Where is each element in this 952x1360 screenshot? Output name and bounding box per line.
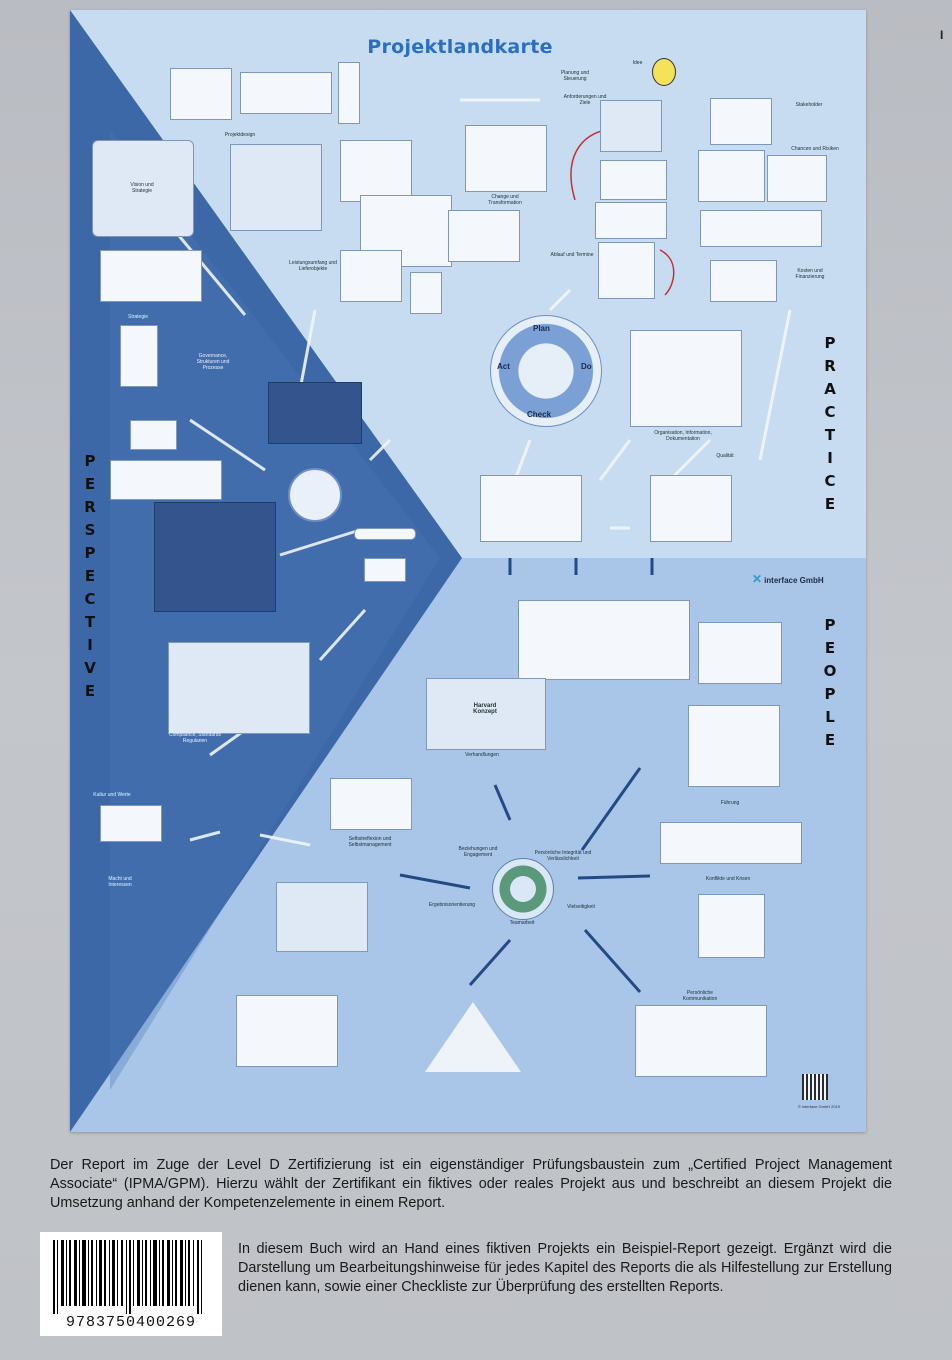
fuehrung-label: Führung	[720, 800, 740, 806]
conflict-matrix	[698, 894, 765, 958]
kommunikation-label: Persönliche Kommunikation	[682, 990, 718, 1002]
chancen-label: Chancen und Risiken	[791, 146, 839, 152]
cost-table	[700, 210, 822, 247]
versatility-scale	[660, 822, 802, 864]
description-paragraph-1: Der Report im Zuge der Level D Zertifizi…	[50, 1157, 892, 1211]
stakeholder-matrix	[710, 98, 772, 145]
company-logo: ✕interface GmbH	[752, 572, 824, 586]
ablauf-label: Ablauf und Termine	[550, 252, 594, 258]
risk-matrix	[698, 150, 765, 202]
normal-curve	[100, 250, 202, 302]
pyramid-diagram	[600, 100, 662, 152]
kultur-label: Kultur und Werte	[93, 792, 131, 798]
communication-model	[635, 1005, 767, 1077]
self-management-matrix	[330, 778, 412, 830]
curve-chart	[698, 622, 782, 684]
strategy-matrix	[120, 325, 158, 387]
risk-chart	[767, 155, 827, 202]
power-interest-chart	[276, 882, 368, 952]
beziehungen-label: Beziehungen und Engagement	[458, 846, 498, 858]
stakeholder-label: Stakeholder	[795, 102, 823, 108]
governance-label: Governance, Strukturen und Prozesse	[196, 353, 230, 371]
process-flow-chart	[168, 642, 310, 734]
gantt-chart	[600, 160, 667, 200]
org-chart	[448, 210, 520, 262]
document-icon	[410, 272, 442, 314]
projektdesign-label: Projektdesign	[224, 132, 256, 138]
teamwork-cycle	[492, 858, 554, 920]
barcode-bars	[53, 1240, 202, 1314]
iceberg-model	[236, 995, 338, 1067]
description-paragraph-2: In diesem Buch wird an Hand eines fiktiv…	[238, 1241, 892, 1295]
harvard-diagram	[426, 678, 546, 750]
kosten-label: Kosten und Finanzierung	[795, 268, 825, 280]
diagram-card	[340, 140, 412, 202]
slider-bar	[354, 528, 416, 540]
diagram-card	[170, 68, 232, 120]
target-circle	[288, 468, 342, 522]
integritaet-label: Persönliche Integrität und Verlässlichke…	[534, 850, 592, 862]
culture-chart	[100, 805, 162, 842]
quality-chart	[650, 475, 732, 542]
vision-diagram	[92, 140, 194, 237]
selbstreflexion-label: Selbstreflexion und Selbstmanagement	[348, 836, 392, 848]
leistung-label: Leistungsumfang und Lieferobjekte	[289, 260, 337, 272]
planung-label: Planung und Steuerung	[560, 70, 590, 82]
copyright-note: © interface GmbH 2019	[798, 1104, 841, 1109]
strategie-label: Strategie	[127, 314, 148, 320]
edge-mark: I	[940, 28, 944, 42]
qualitaet-label: Qualität	[716, 453, 734, 459]
anforderungen-label: Anforderungen und Ziele	[563, 94, 607, 106]
poster-title: Projektlandkarte	[367, 36, 553, 58]
lightbulb-icon	[652, 58, 676, 86]
vielseitigkeit-label: Vielseitigkeit	[567, 904, 595, 910]
maslow-pyramid	[425, 1002, 521, 1072]
ergebnisorientierung-label: Ergebnisorientierung	[428, 902, 476, 908]
change-chart	[465, 125, 547, 192]
diagram-card	[338, 62, 360, 124]
progress-chart	[480, 475, 582, 542]
idee-label: Idee	[632, 60, 643, 66]
wbs-diagram	[340, 250, 402, 302]
change-label: Change und Transformation	[488, 194, 522, 206]
criteria-box	[364, 558, 406, 582]
governance-chart	[268, 382, 362, 444]
isbn-barcode: 9783750400269	[40, 1232, 222, 1336]
network-plan	[598, 242, 655, 299]
strategy-planning-chart	[154, 502, 276, 612]
doc-card	[130, 420, 177, 450]
project-lanes-board	[630, 330, 742, 427]
vision-label: Vision und Strategie	[130, 182, 154, 194]
cost-chart	[710, 260, 777, 302]
macht-label: Macht und Interessen	[108, 876, 132, 888]
diagram-card	[240, 72, 332, 114]
team-development-chart	[518, 600, 690, 680]
pdca-cycle: Plan Do Check Act	[490, 315, 602, 427]
konflikte-label: Konflikte und Krisen	[705, 876, 751, 882]
teamarbeit-label: Teamarbeit	[509, 920, 535, 926]
harvard-label: Harvard Konzept	[473, 703, 497, 715]
qr-code	[802, 1074, 828, 1100]
organisation-label: Organisation, Information, Dokumentation	[654, 430, 712, 442]
funnel-chart	[110, 460, 222, 500]
verhandlungen-label: Verhandlungen	[465, 752, 499, 758]
leadership-chart	[688, 705, 780, 787]
isbn-number: 9783750400269	[65, 1314, 197, 1331]
compliance-label: Compliance, Standards Regularien	[169, 732, 221, 744]
project-design-table	[230, 144, 322, 231]
schedule-table	[595, 202, 667, 239]
